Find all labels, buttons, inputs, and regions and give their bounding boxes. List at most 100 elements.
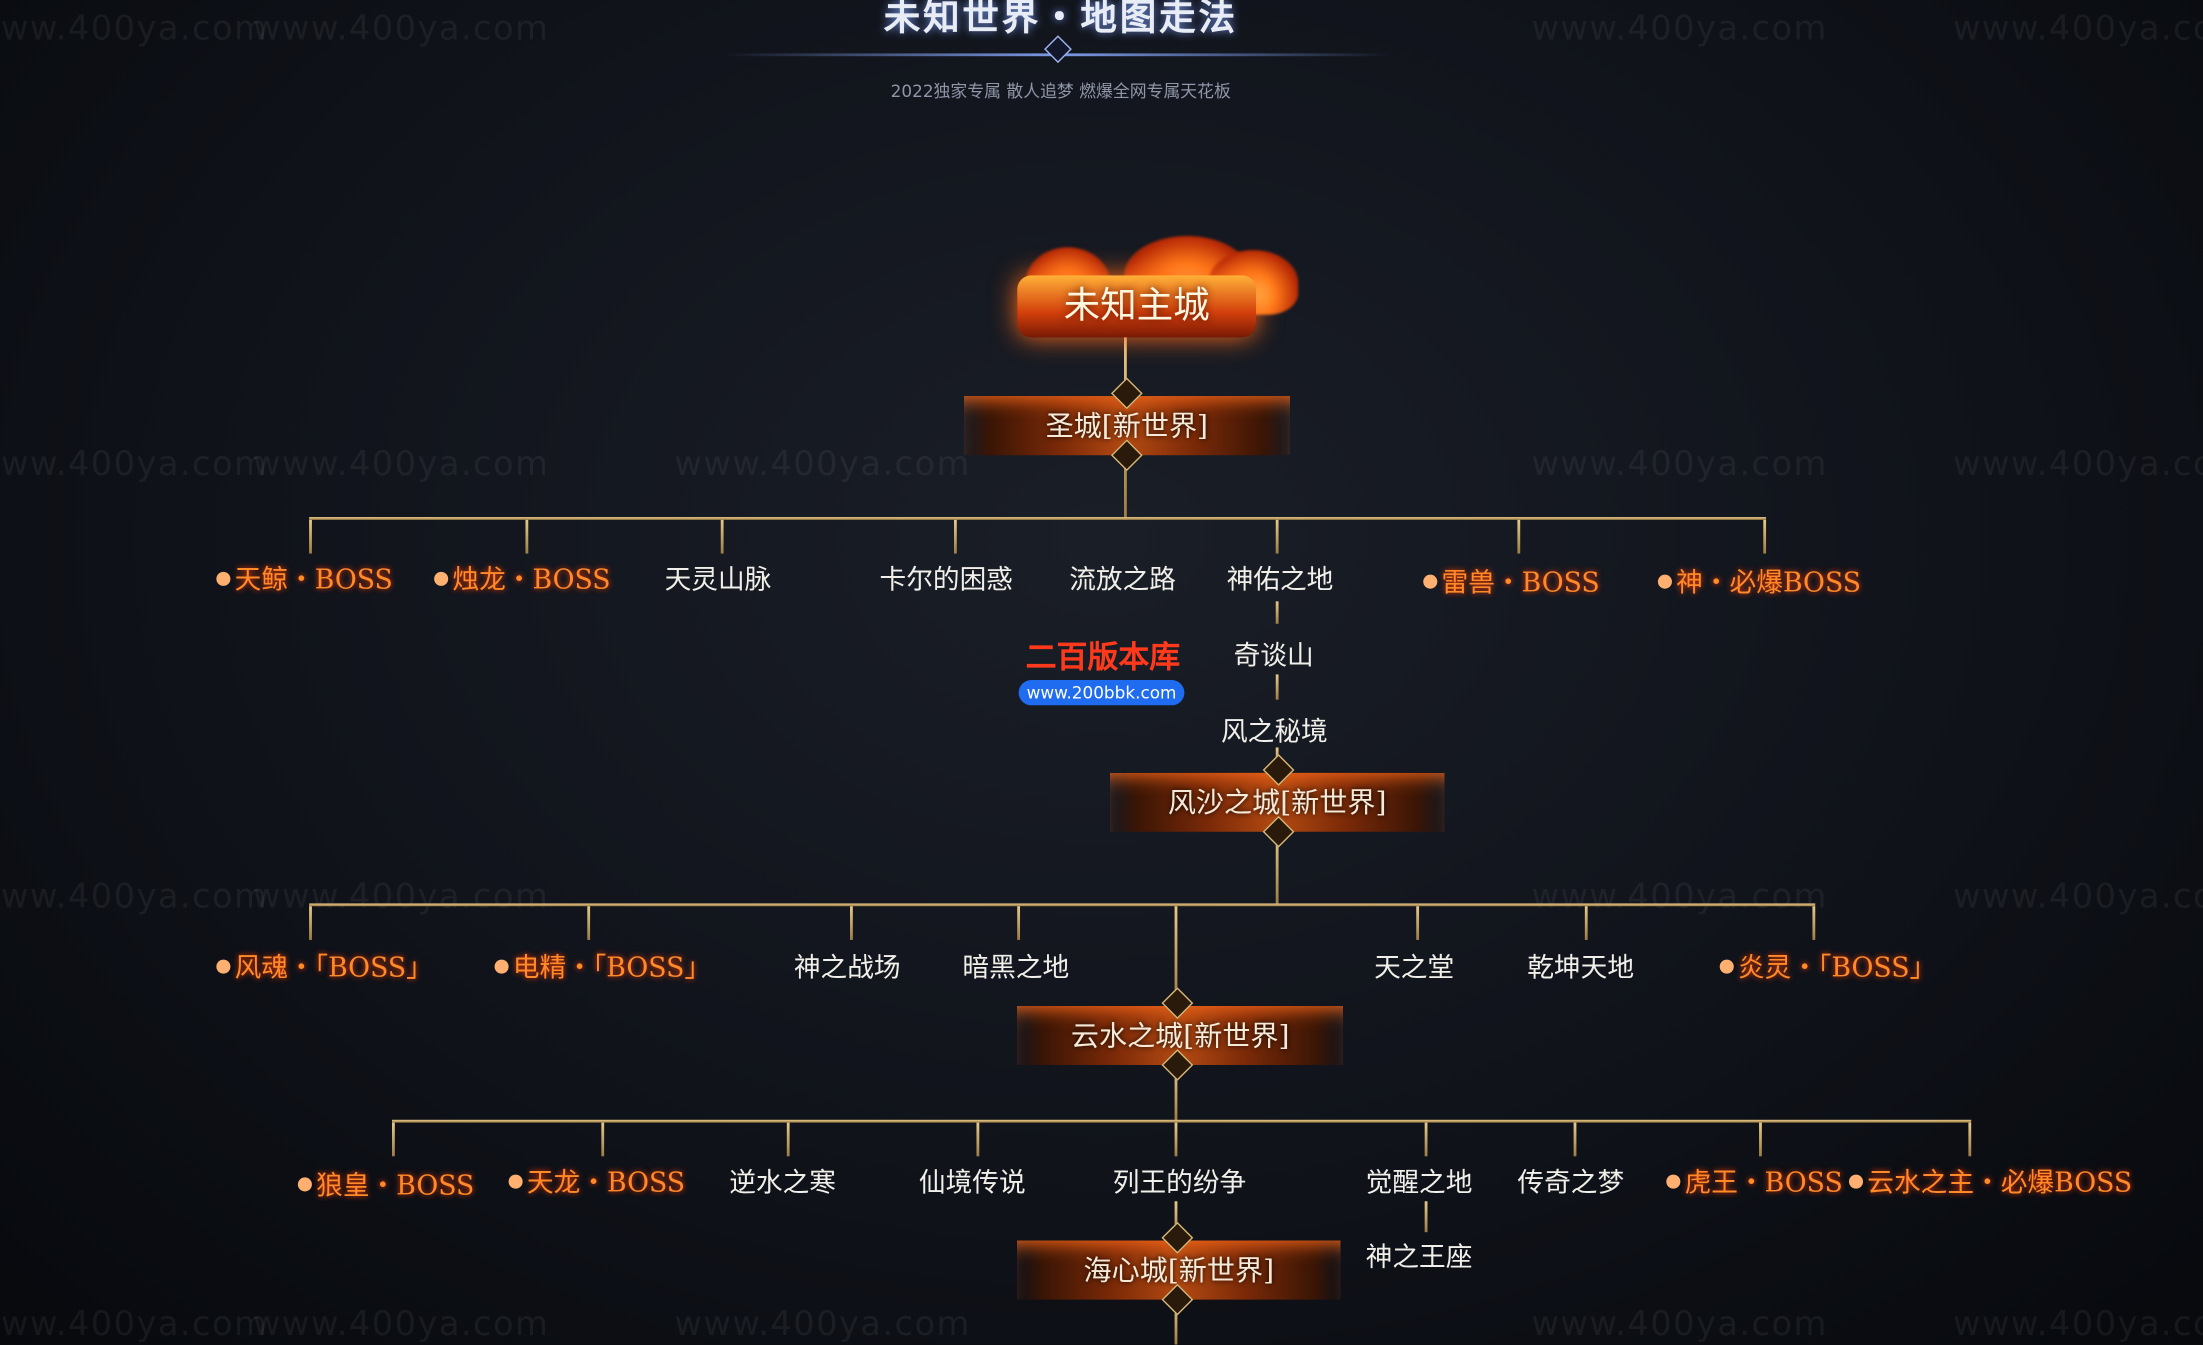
map-node[interactable]: 暗黑之地	[962, 947, 1069, 985]
node-label: 风魂・「BOSS」	[235, 953, 433, 984]
watermark: www.400ya.com	[1953, 444, 2203, 483]
map-node[interactable]: 奇谈山	[1234, 635, 1314, 673]
brand-url: www.200bbk.com	[1019, 680, 1185, 705]
map-node[interactable]: 逆水之寒	[729, 1162, 836, 1200]
map-node[interactable]: 神之战场	[794, 947, 901, 985]
connector	[954, 520, 957, 554]
watermark: www.400ya.com	[1531, 444, 1827, 483]
watermark: www.400ya.com	[674, 444, 970, 483]
connector	[787, 1123, 790, 1157]
watermark: www.400ya.com	[253, 877, 549, 916]
connector	[1276, 674, 1279, 699]
map-node-boss[interactable]: 雷兽・BOSS	[1423, 562, 1599, 600]
node-label: 云水之主・必爆BOSS	[1867, 1168, 2132, 1199]
node-label: 天龙・BOSS	[527, 1168, 685, 1199]
watermark: www.400ya.com	[1531, 8, 1827, 47]
connector	[392, 1123, 395, 1157]
node-label: 电精・「BOSS」	[513, 953, 711, 984]
watermark: www.400ya.com	[0, 1304, 268, 1343]
connector	[1276, 601, 1279, 623]
watermark: www.400ya.com	[674, 1304, 970, 1343]
map-node[interactable]: 传奇之梦	[1517, 1162, 1624, 1200]
map-node[interactable]: 天灵山脉	[665, 559, 772, 597]
map-node[interactable]: 天之堂	[1374, 947, 1454, 985]
page-subtitle: 2022独家专属 散人追梦 燃爆全网专属天花板	[787, 79, 1335, 103]
node-label: 炎灵・「BOSS」	[1738, 953, 1936, 984]
map-node[interactable]: 列王的纷争	[1113, 1162, 1246, 1200]
connector	[1017, 906, 1020, 940]
skull-icon	[1658, 575, 1672, 589]
map-node[interactable]: 神之王座	[1366, 1236, 1473, 1274]
watermark: www.400ya.com	[1953, 1304, 2203, 1343]
skull-icon	[1720, 960, 1734, 974]
watermark: www.400ya.com	[1953, 8, 2203, 47]
watermark: www.400ya.com	[253, 1304, 549, 1343]
watermark: www.400ya.com	[1531, 877, 1827, 916]
connector	[525, 520, 528, 554]
connector	[309, 520, 312, 554]
connector	[1276, 520, 1279, 554]
connector	[392, 1120, 1971, 1123]
map-node-boss[interactable]: 烛龙・BOSS	[434, 559, 610, 597]
skull-icon	[298, 1177, 312, 1191]
node-label: 狼皇・BOSS	[316, 1170, 474, 1201]
map-node[interactable]: 乾坤天地	[1527, 947, 1634, 985]
connector	[1763, 520, 1766, 554]
map-node-boss[interactable]: 虎王・BOSS	[1666, 1162, 1842, 1200]
watermark: www.400ya.com	[0, 444, 268, 483]
connector	[587, 906, 590, 940]
connector	[850, 906, 853, 940]
watermark: www.400ya.com	[0, 877, 268, 916]
map-node[interactable]: 神佑之地	[1227, 559, 1334, 597]
node-label: 虎王・BOSS	[1685, 1168, 1843, 1199]
skull-icon	[1666, 1175, 1680, 1189]
connector	[1574, 1123, 1577, 1157]
connector	[1425, 1201, 1428, 1232]
connector	[1175, 1123, 1178, 1157]
connector	[601, 1123, 604, 1157]
connector	[721, 520, 724, 554]
skull-icon	[216, 572, 230, 586]
connector	[309, 906, 312, 940]
map-node-boss[interactable]: 狼皇・BOSS	[298, 1165, 474, 1203]
page-title: 未知世界・地图走法	[843, 0, 1279, 41]
watermark: www.400ya.com	[253, 444, 549, 483]
map-node-boss[interactable]: 云水之主・必爆BOSS	[1849, 1162, 2132, 1200]
connector	[1517, 520, 1520, 554]
map-node[interactable]: 风之秘境	[1221, 711, 1328, 749]
map-node[interactable]: 卡尔的困惑	[880, 559, 1013, 597]
map-node-boss[interactable]: 天龙・BOSS	[509, 1162, 685, 1200]
node-label: 神・必爆BOSS	[1676, 568, 1861, 599]
connector	[1759, 1123, 1762, 1157]
main-city-node[interactable]: 未知主城	[1017, 275, 1256, 337]
connector	[1425, 1123, 1428, 1157]
map-node-boss[interactable]: 炎灵・「BOSS」	[1720, 947, 1937, 985]
map-node-boss[interactable]: 天鲸・BOSS	[216, 559, 392, 597]
skull-icon	[495, 960, 509, 974]
connector	[1968, 1123, 1971, 1157]
brand-logo: 二百版本库	[1023, 632, 1183, 677]
skull-icon	[509, 1175, 523, 1189]
connector	[309, 903, 1815, 906]
skull-icon	[1849, 1175, 1863, 1189]
connector	[1585, 906, 1588, 940]
map-node-boss[interactable]: 风魂・「BOSS」	[216, 947, 433, 985]
map-node[interactable]: 觉醒之地	[1366, 1162, 1473, 1200]
watermark: www.400ya.com	[1953, 877, 2203, 916]
node-label: 雷兽・BOSS	[1442, 568, 1600, 599]
node-label: 烛龙・BOSS	[452, 565, 610, 596]
skull-icon	[434, 572, 448, 586]
node-label: 天鲸・BOSS	[235, 565, 393, 596]
watermark: www.400ya.com	[0, 8, 268, 47]
connector	[1812, 906, 1815, 940]
map-node[interactable]: 流放之路	[1069, 559, 1176, 597]
watermark: www.400ya.com	[1531, 1304, 1827, 1343]
map-node[interactable]: 仙境传说	[919, 1162, 1026, 1200]
map-node-boss[interactable]: 电精・「BOSS」	[495, 947, 712, 985]
map-node-boss[interactable]: 神・必爆BOSS	[1658, 562, 1861, 600]
watermark: www.400ya.com	[253, 8, 549, 47]
skull-icon	[216, 960, 230, 974]
skull-icon	[1423, 575, 1437, 589]
connector	[976, 1123, 979, 1157]
